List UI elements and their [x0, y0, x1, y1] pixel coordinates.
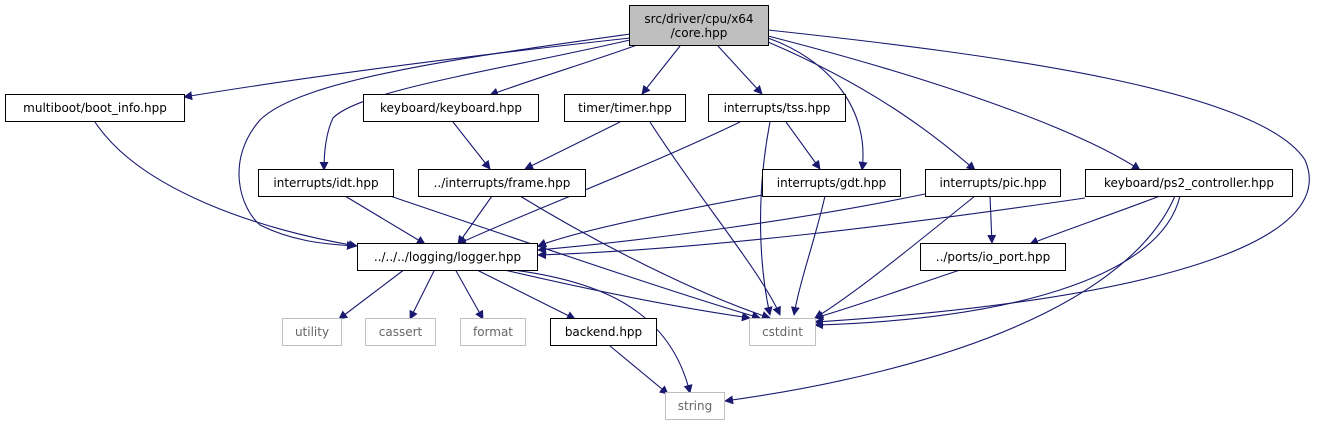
edge-logger-string — [504, 268, 693, 394]
edge-io-cstdint — [814, 269, 961, 321]
edge-core-multiboot — [183, 37, 631, 101]
node-logging-logger[interactable]: ../../../logging/logger.hpp — [357, 243, 538, 271]
node-keyboard-ps2-controller[interactable]: keyboard/ps2_controller.hpp — [1085, 169, 1293, 197]
edge-pic-io — [987, 195, 997, 244]
node-ports-io-port[interactable]: ../ports/io_port.hpp — [920, 243, 1066, 271]
edge-frame-logger — [457, 195, 493, 245]
edge-timer-cstdint — [649, 121, 781, 316]
node-timer-timer[interactable]: timer/timer.hpp — [564, 94, 686, 122]
edge-core-timer — [641, 45, 681, 95]
edge-tss-cstdint — [760, 121, 773, 316]
edge-pic-cstdint — [814, 195, 976, 319]
root-node-line1: src/driver/cpu/x64 — [644, 11, 754, 26]
edge-gdt-logger — [537, 193, 769, 248]
edge-logger-cstdint — [499, 268, 751, 322]
edge-frame-cstdint — [519, 195, 771, 320]
edge-timer-frame — [524, 121, 621, 170]
root-node-core-hpp: src/driver/cpu/x64 /core.hpp — [629, 5, 769, 46]
node-string: string — [665, 392, 725, 420]
edge-ps2-string — [724, 195, 1176, 405]
node-format: format — [460, 318, 526, 346]
edge-tss-gdt — [785, 121, 821, 170]
node-backend[interactable]: backend.hpp — [550, 318, 657, 346]
node-interrupts-idt[interactable]: interrupts/idt.hpp — [258, 169, 394, 197]
edge-ps2-io — [1029, 195, 1161, 246]
edge-logger-cassert — [409, 268, 436, 320]
edge-core-tss — [717, 45, 763, 95]
root-node-line2: /core.hpp — [670, 25, 728, 40]
edge-keyboard-frame — [452, 121, 491, 170]
edge-core-keyboard — [489, 43, 641, 97]
node-interrupts-gdt[interactable]: interrupts/gdt.hpp — [762, 169, 901, 197]
edge-ps2-cstdint — [814, 195, 1181, 330]
edge-logger-format — [454, 268, 484, 320]
edge-core-ps2 — [767, 35, 1141, 171]
node-cassert: cassert — [365, 318, 436, 346]
edge-pic-logger — [537, 193, 926, 254]
edge-core-logger — [238, 33, 631, 251]
node-cstdint: cstdint — [749, 318, 816, 346]
edge-gdt-cstdint — [790, 195, 826, 316]
edge-ps2-logger — [537, 197, 1086, 260]
node-interrupts-frame[interactable]: ../interrupts/frame.hpp — [418, 169, 586, 197]
edge-multiboot-logger — [94, 121, 358, 250]
edge-idt-logger — [344, 195, 426, 245]
edge-logger-backend — [474, 268, 576, 320]
node-utility: utility — [282, 318, 342, 346]
edge-core-gdt — [767, 37, 868, 171]
node-interrupts-tss[interactable]: interrupts/tss.hpp — [708, 94, 846, 122]
edge-core-cstdint — [767, 29, 1310, 326]
node-keyboard-keyboard[interactable]: keyboard/keyboard.hpp — [363, 94, 539, 122]
edge-core-pic — [767, 41, 976, 171]
node-multiboot-boot-info[interactable]: multiboot/boot_info.hpp — [5, 94, 185, 122]
node-interrupts-pic[interactable]: interrupts/pic.hpp — [925, 169, 1061, 197]
edge-backend-string — [609, 345, 669, 395]
edge-logger-utility — [338, 268, 406, 320]
edge-idt-cstdint — [389, 195, 761, 321]
